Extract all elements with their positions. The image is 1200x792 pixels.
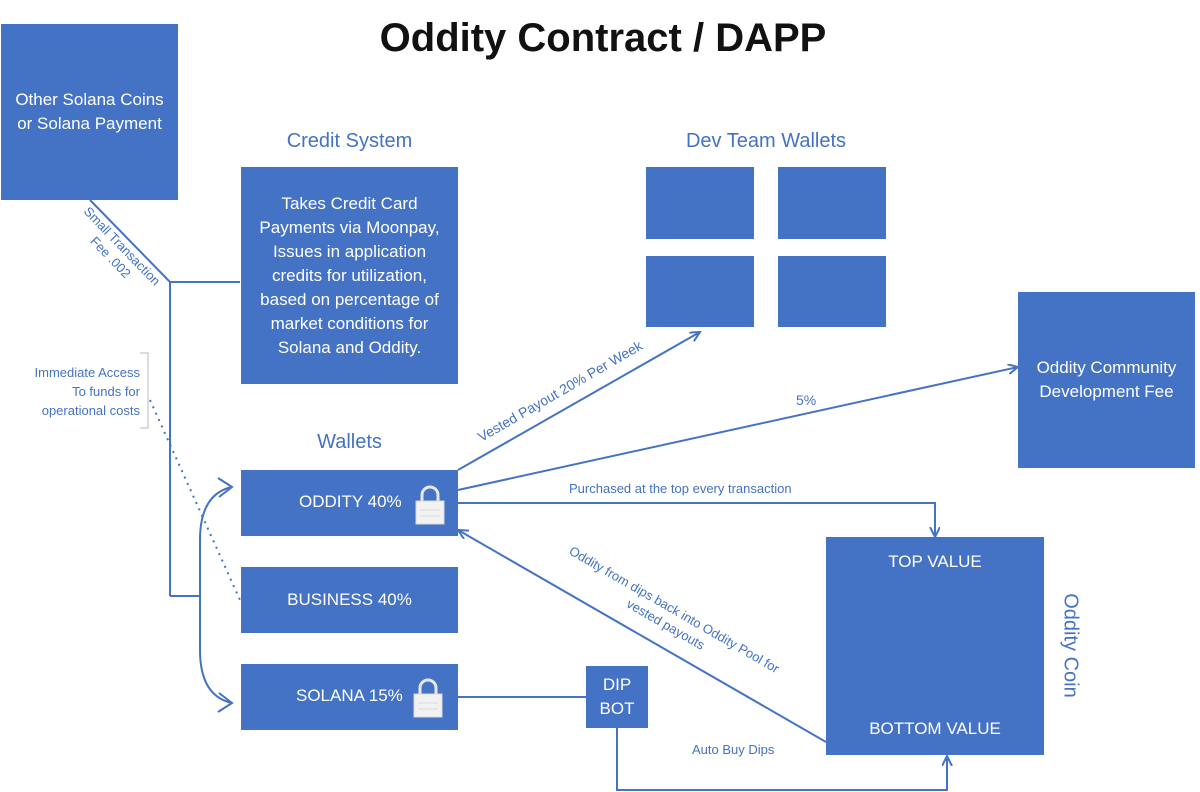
wallets-bracket bbox=[199, 486, 233, 704]
dev-wallet-3 bbox=[646, 256, 754, 327]
other-solana-coins-box: Other Solana Coins or Solana Payment bbox=[1, 24, 178, 200]
credit-system-heading: Credit System bbox=[286, 130, 413, 152]
dev-wallet-4 bbox=[778, 256, 886, 327]
dev-wallet-1 bbox=[646, 167, 754, 239]
wallets-heading: Wallets bbox=[317, 431, 382, 453]
oddity-coin-heading: Oddity Coin bbox=[1059, 593, 1082, 698]
immediate-access-pointer bbox=[149, 399, 241, 601]
immediate-access-line-1: Immediate Access bbox=[34, 365, 141, 380]
bottom-value-label: BOTTOM VALUE bbox=[869, 719, 1001, 738]
vested-payout-arrow bbox=[457, 332, 700, 471]
immediate-access-line-3: operational costs bbox=[41, 403, 140, 418]
bracket-arrow-bottom bbox=[217, 692, 234, 713]
wallet-oddity-label: ODDITY 40% bbox=[299, 492, 402, 511]
immediate-access-annotation: Immediate Access To funds for operationa… bbox=[10, 363, 141, 420]
wallet-business-box: BUSINESS 40% bbox=[241, 567, 458, 633]
dev-team-heading: Dev Team Wallets bbox=[685, 130, 847, 152]
community-fee-box: Oddity Community Development Fee bbox=[1018, 292, 1195, 468]
credit-system-box: Takes Credit Card Payments via Moonpay, … bbox=[241, 167, 458, 384]
page-title: Oddity Contract / DAPP bbox=[379, 16, 827, 60]
wallet-oddity-box: ODDITY 40% bbox=[241, 470, 458, 536]
auto-buy-arrow bbox=[616, 728, 947, 791]
community-fee-label: Oddity Community Development Fee bbox=[1036, 358, 1177, 401]
wallet-solana-box: SOLANA 15% bbox=[241, 664, 458, 730]
dip-bot-box: DIP BOT bbox=[586, 666, 648, 728]
immediate-access-line-2: To funds for bbox=[72, 384, 140, 399]
credit-system-description: Takes Credit Card Payments via Moonpay, … bbox=[259, 193, 440, 357]
top-value-label: TOP VALUE bbox=[888, 552, 982, 571]
other-solana-coins-label: Other Solana Coins or Solana Payment bbox=[15, 90, 164, 133]
community-fee-arrow bbox=[457, 367, 1018, 491]
purchased-top-label: Purchased at the top every transaction bbox=[569, 481, 792, 496]
wallet-solana-label: SOLANA 15% bbox=[296, 686, 403, 705]
purchase-top-arrow bbox=[458, 502, 935, 537]
oddity-coin-box: TOP VALUE BOTTOM VALUE bbox=[826, 537, 1044, 755]
auto-buy-label: Auto Buy Dips bbox=[692, 742, 775, 757]
dip-bot-label: DIP BOT bbox=[599, 675, 635, 718]
dips-back-arrow bbox=[458, 530, 827, 743]
bracket-arrow-top bbox=[217, 477, 234, 498]
immediate-access-bracket bbox=[140, 352, 149, 429]
five-percent-label: 5% bbox=[796, 392, 817, 408]
fee-connector bbox=[89, 199, 171, 283]
dev-wallet-2 bbox=[778, 167, 886, 239]
wallet-business-label: BUSINESS 40% bbox=[287, 590, 412, 609]
padlock-icon bbox=[415, 485, 445, 525]
padlock-icon bbox=[413, 678, 443, 718]
